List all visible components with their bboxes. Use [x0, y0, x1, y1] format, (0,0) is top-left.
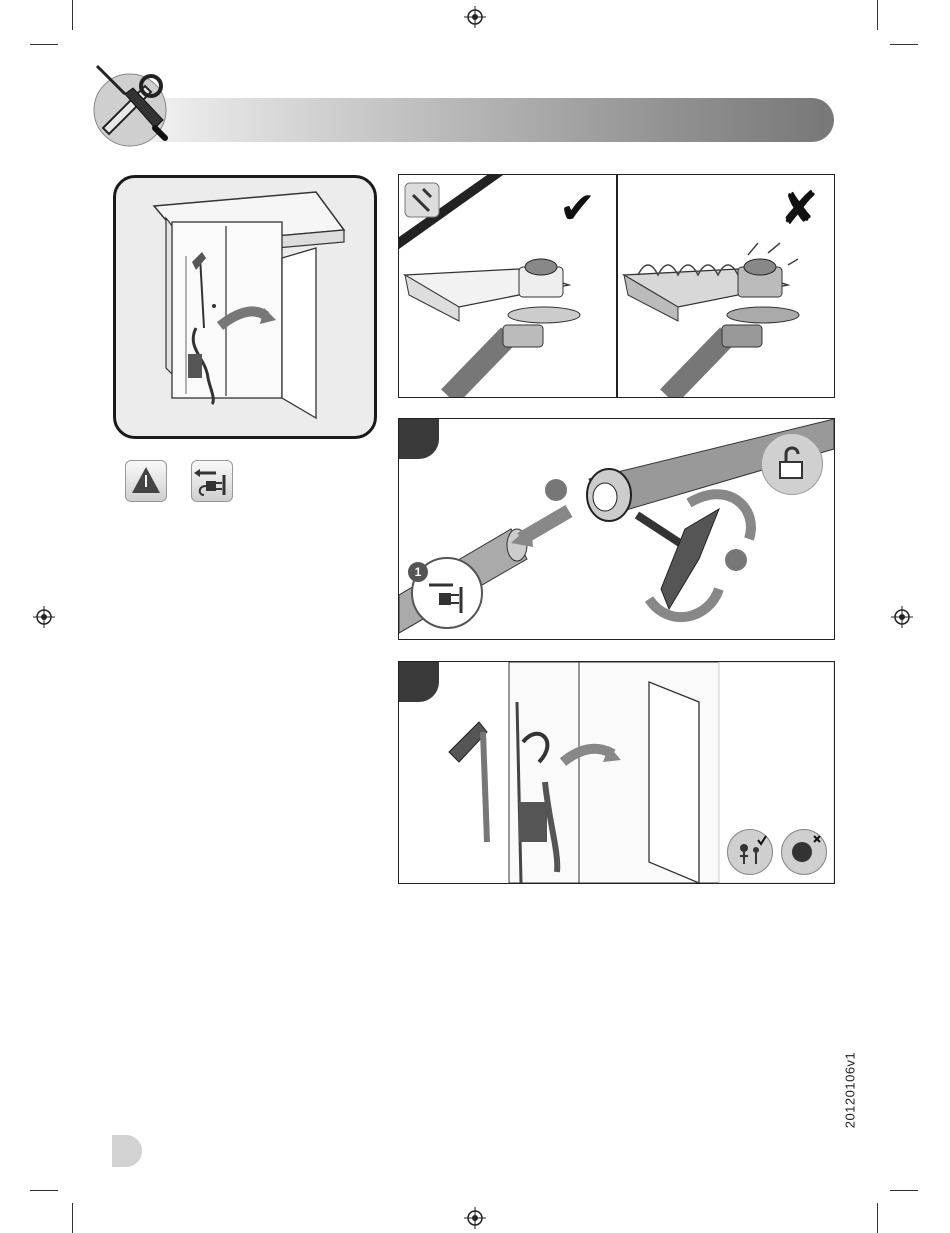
registration-mark-icon: [464, 1207, 486, 1229]
step-marker-icon: [725, 549, 747, 571]
cabinet-hanging-trimmer-illustration: [116, 178, 368, 430]
cross-panel: ✘: [617, 174, 835, 398]
page-number-tab: [112, 1135, 142, 1167]
crop-mark: [890, 1190, 918, 1191]
children-ok-icon: [727, 829, 773, 875]
storage-figure-panel: [113, 175, 377, 439]
step-badge: [399, 419, 439, 459]
crop-mark: [877, 1203, 878, 1233]
step-badge: [399, 662, 439, 702]
registration-mark-icon: [33, 606, 55, 628]
clean-tool-icon: [405, 183, 439, 217]
disassembly-panel: [398, 418, 835, 640]
unlock-icon: [761, 433, 823, 495]
crop-mark: [72, 0, 73, 30]
unplug-icon: [191, 460, 233, 502]
hanging-panel: [398, 661, 835, 884]
crop-mark: [890, 44, 918, 45]
registration-mark-icon: [464, 6, 486, 28]
crop-mark: [877, 0, 878, 30]
safety-warning-icon: [125, 460, 167, 502]
version-code: 20120106v1: [838, 1050, 862, 1130]
section-header-band: [92, 98, 834, 142]
crop-mark: [30, 44, 58, 45]
step-one-label: 1: [408, 562, 428, 582]
children-forbidden-icon: [781, 829, 827, 875]
registration-mark-icon: [891, 606, 913, 628]
screwdriver-wrench-icon: [85, 58, 175, 148]
cross-mark-icon: ✘: [780, 181, 819, 235]
check-mark-icon: ✔: [559, 183, 596, 234]
step-marker-icon: [545, 479, 567, 501]
crop-mark: [30, 1190, 58, 1191]
check-panel: ✔: [398, 174, 617, 398]
crop-mark: [72, 1203, 73, 1233]
